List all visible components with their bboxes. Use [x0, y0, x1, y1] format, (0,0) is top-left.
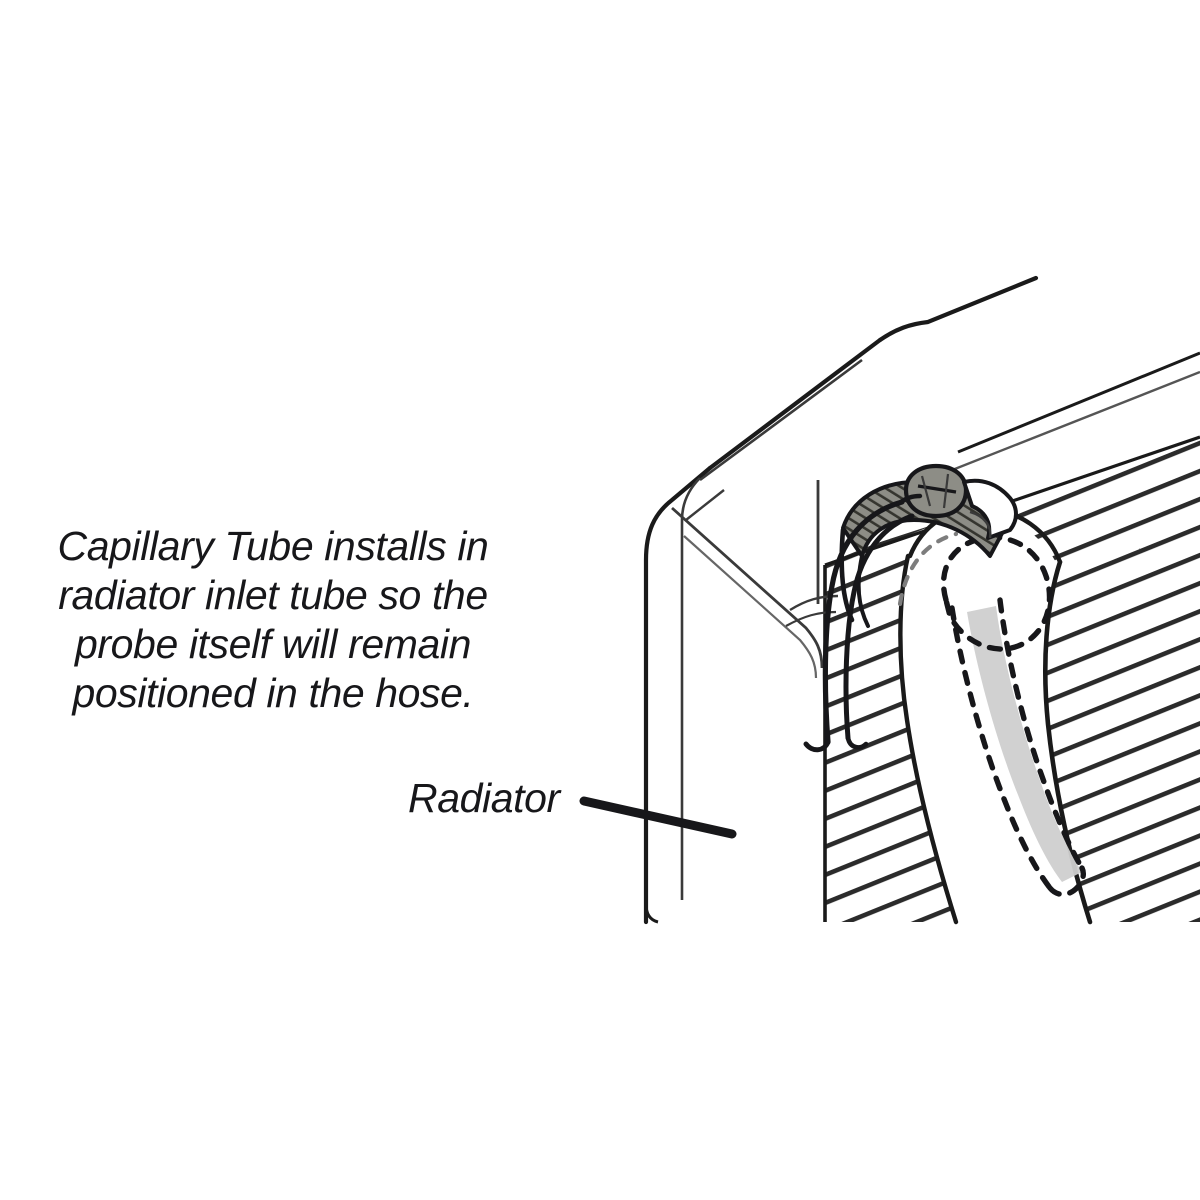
caption-text: Capillary Tube installs in radiator inle…: [57, 523, 489, 716]
capillary-tube: [803, 493, 923, 753]
hose-clamp: [839, 463, 1018, 628]
radiator-callout-label: Radiator: [408, 775, 560, 821]
radiator-leader-line: [579, 796, 737, 839]
probe: [897, 531, 1086, 897]
clamp-screw-housing: [903, 463, 1018, 540]
radiator-tank: [643, 275, 1200, 925]
